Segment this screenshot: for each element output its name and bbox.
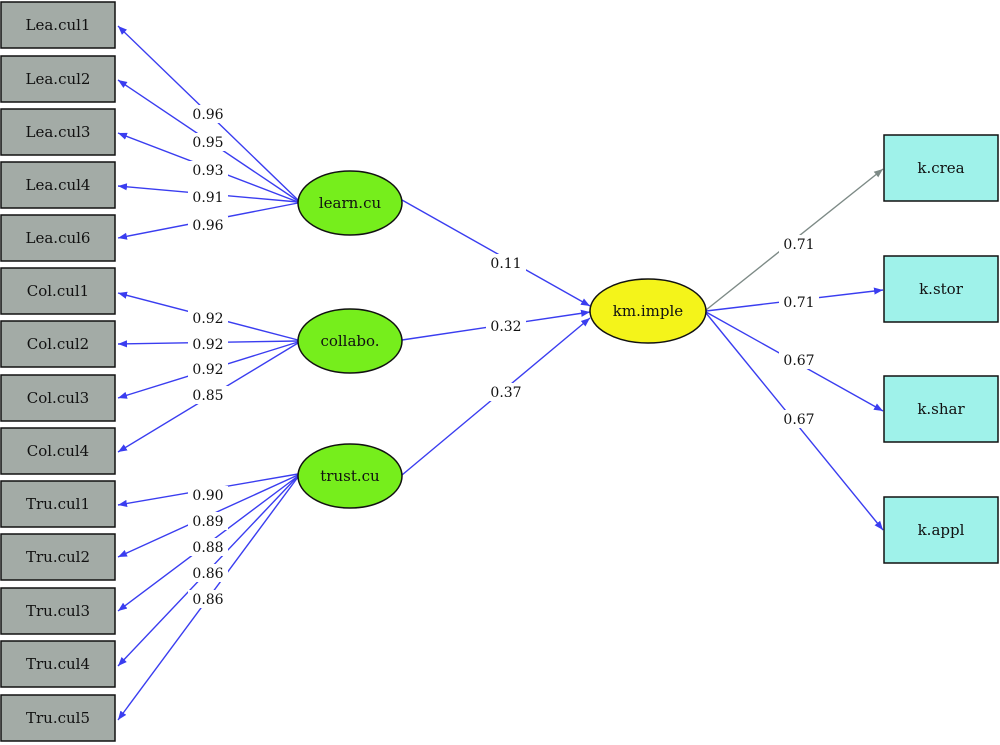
indicator-tru3-label: Tru.cul3 <box>26 602 90 620</box>
coef-lea6: 0.96 <box>188 216 228 234</box>
coef-lea1-text: 0.96 <box>192 107 223 123</box>
coef-shar-text: 0.67 <box>783 353 814 369</box>
coef-trust-km: 0.37 <box>486 383 526 401</box>
coef-lea2: 0.95 <box>188 133 228 151</box>
indicator-tru2: Tru.cul2 <box>0 533 116 581</box>
indicator-tru1-label: Tru.cul1 <box>26 495 90 513</box>
coef-lea4-text: 0.91 <box>192 190 223 206</box>
coef-appl: 0.67 <box>779 410 819 428</box>
outcome-appl: k.appl <box>883 496 999 564</box>
coef-tru1-text: 0.90 <box>192 488 223 504</box>
indicator-col3-label: Col.cul3 <box>27 389 89 407</box>
coef-tru3-text: 0.88 <box>192 540 223 556</box>
coef-shar: 0.67 <box>779 351 819 369</box>
coef-col3: 0.92 <box>188 360 228 378</box>
coef-col4-text: 0.85 <box>192 388 223 404</box>
indicator-col3: Col.cul3 <box>0 374 116 422</box>
indicator-lea2: Lea.cul2 <box>0 55 116 103</box>
coef-lea3-text: 0.93 <box>192 163 223 179</box>
indicator-lea4-label: Lea.cul4 <box>26 176 91 194</box>
indicator-col2-label: Col.cul2 <box>27 335 89 353</box>
outcome-crea: k.crea <box>883 134 999 202</box>
coef-lea2-text: 0.95 <box>192 135 223 151</box>
coef-lea4: 0.91 <box>188 188 228 206</box>
latent-km: km.imple <box>589 278 707 344</box>
coef-col2: 0.92 <box>188 335 228 353</box>
coef-col2-text: 0.92 <box>192 337 223 353</box>
coef-col4: 0.85 <box>188 386 228 404</box>
indicator-tru5: Tru.cul5 <box>0 694 116 742</box>
indicator-lea6: Lea.cul6 <box>0 214 116 262</box>
indicator-col1: Col.cul1 <box>0 267 116 315</box>
coef-tru5-text: 0.86 <box>192 592 223 608</box>
coef-lea6-text: 0.96 <box>192 218 223 234</box>
coef-learn-km: 0.11 <box>486 254 526 272</box>
indicator-tru3: Tru.cul3 <box>0 587 116 635</box>
latent-trust: trust.cu <box>297 443 403 509</box>
coef-col3-text: 0.92 <box>192 362 223 378</box>
arrow-layer <box>117 25 884 721</box>
coef-tru1: 0.90 <box>188 486 228 504</box>
coef-lea1: 0.96 <box>188 105 228 123</box>
indicator-tru4: Tru.cul4 <box>0 640 116 688</box>
latent-collab-label: collabo. <box>320 332 379 350</box>
coef-collab-km: 0.32 <box>486 317 526 335</box>
indicator-tru4-label: Tru.cul4 <box>26 655 90 673</box>
indicator-col4-label: Col.cul4 <box>27 442 89 460</box>
coef-crea: 0.71 <box>779 235 819 253</box>
indicator-lea4: Lea.cul4 <box>0 161 116 209</box>
indicator-lea1: Lea.cul1 <box>0 1 116 49</box>
coef-collab-km-text: 0.32 <box>490 319 521 335</box>
outcome-stor: k.stor <box>883 255 999 323</box>
indicator-lea1-label: Lea.cul1 <box>26 16 91 34</box>
coef-tru4-text: 0.86 <box>192 566 223 582</box>
indicator-lea3-label: Lea.cul3 <box>26 123 91 141</box>
latent-collab: collabo. <box>297 308 403 374</box>
indicator-tru5-label: Tru.cul5 <box>26 709 90 727</box>
indicator-tru2-label: Tru.cul2 <box>26 548 90 566</box>
coef-tru2: 0.89 <box>188 512 228 530</box>
indicator-layer: Lea.cul1 Lea.cul2 Lea.cul3 Lea.cul4 Lea.… <box>0 1 116 742</box>
coef-tru2-text: 0.89 <box>192 514 223 530</box>
coef-col1: 0.92 <box>188 309 228 327</box>
latent-layer: learn.cu collabo. trust.cu km.imple <box>297 170 707 509</box>
indicator-lea2-label: Lea.cul2 <box>26 70 91 88</box>
coef-appl-text: 0.67 <box>783 412 814 428</box>
outcome-shar: k.shar <box>883 375 999 443</box>
indicator-lea6-label: Lea.cul6 <box>26 229 91 247</box>
coef-lea3: 0.93 <box>188 161 228 179</box>
outcome-shar-label: k.shar <box>917 400 965 418</box>
indicator-tru1: Tru.cul1 <box>0 480 116 528</box>
indicator-col4: Col.cul4 <box>0 427 116 475</box>
coef-col1-text: 0.92 <box>192 311 223 327</box>
latent-km-label: km.imple <box>613 302 684 320</box>
coefficient-layer: 0.96 0.95 0.93 0.91 0.96 0.92 0.92 0.92 … <box>188 105 819 608</box>
coef-tru5: 0.86 <box>188 590 228 608</box>
latent-learn-label: learn.cu <box>319 194 382 212</box>
outcome-crea-label: k.crea <box>917 159 964 177</box>
coef-stor-text: 0.71 <box>783 295 814 311</box>
outcome-stor-label: k.stor <box>919 280 964 298</box>
coef-crea-text: 0.71 <box>783 237 814 253</box>
latent-trust-label: trust.cu <box>320 467 380 485</box>
outcome-layer: k.crea k.stor k.shar k.appl <box>883 134 999 564</box>
outcome-appl-label: k.appl <box>918 521 965 539</box>
coef-tru4: 0.86 <box>188 564 228 582</box>
coef-stor: 0.71 <box>779 293 819 311</box>
indicator-lea3: Lea.cul3 <box>0 108 116 156</box>
indicator-col1-label: Col.cul1 <box>27 282 89 300</box>
latent-learn: learn.cu <box>297 170 403 236</box>
arrow-learn-km <box>401 199 591 307</box>
coef-tru3: 0.88 <box>188 538 228 556</box>
indicator-col2: Col.cul2 <box>0 320 116 368</box>
coef-trust-km-text: 0.37 <box>490 385 521 401</box>
coef-learn-km-text: 0.11 <box>490 256 521 272</box>
